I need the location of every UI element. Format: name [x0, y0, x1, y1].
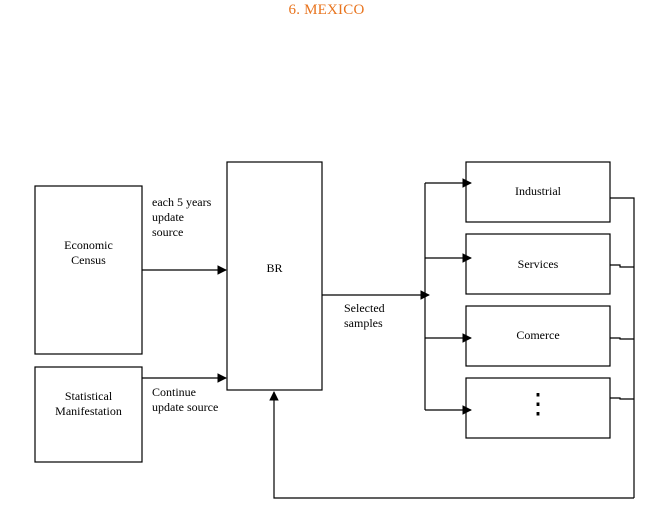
statistical-manifestation-box: [34, 366, 143, 463]
diagram-title: 6. MEXICO: [288, 2, 365, 18]
feedback-to-br: [269, 391, 634, 499]
services-label: Services: [517, 257, 559, 271]
feedback-from-services: [610, 264, 634, 268]
br-box: [226, 161, 323, 391]
industrial-box: [465, 161, 611, 223]
br-label: BR: [266, 261, 283, 275]
feedback-from-industrial: [610, 197, 635, 498]
comerce-label: Comerce: [516, 328, 560, 342]
feedback-from-ellipsis: [610, 397, 634, 400]
economic-census-label: Economic Census: [64, 238, 113, 267]
services-box: [465, 233, 611, 295]
statistical-manifestation-label: Statistical Manifestation: [55, 389, 122, 418]
ellipsis-label: ⋮: [524, 389, 552, 420]
economic-census-box: [34, 185, 143, 355]
industrial-label: Industrial: [515, 184, 561, 198]
manifestation-edge-label: Continue update source: [152, 385, 219, 414]
feedback-from-comerce: [610, 337, 634, 340]
selected-samples-label: Selected samples: [344, 301, 385, 330]
census-edge-label: each 5 years update source: [152, 195, 212, 239]
